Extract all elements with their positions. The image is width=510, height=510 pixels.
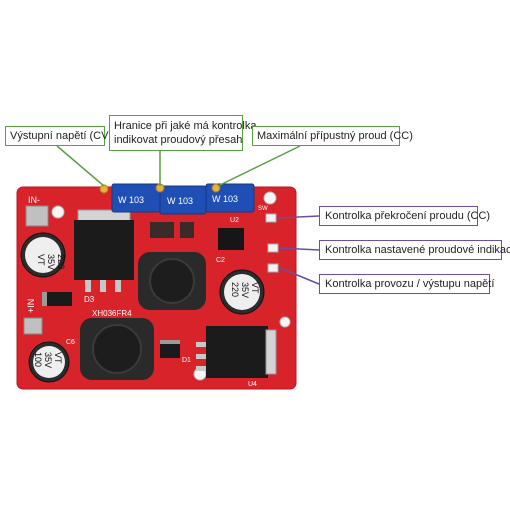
diode-d3	[42, 292, 72, 306]
svg-text:220: 220	[230, 282, 240, 297]
svg-text:W 103: W 103	[212, 194, 238, 204]
inductor-top	[138, 252, 206, 310]
svg-text:100: 100	[33, 352, 43, 367]
smd-cap	[150, 222, 174, 238]
svg-text:VT: VT	[36, 254, 46, 266]
led-run	[267, 263, 279, 273]
leader-run	[279, 267, 320, 285]
ref-u2: U2	[230, 217, 239, 224]
ref-u4: U4	[248, 381, 257, 388]
callout-led-run: Kontrolka provozu / výstupu napětí	[319, 274, 494, 294]
ref-c6: C6	[66, 339, 75, 346]
capacitor-left: 220 35V VT	[20, 232, 66, 278]
leader-set	[279, 247, 320, 251]
capacitor-bottom: 100 35V VT	[28, 341, 70, 383]
board-model: XH036FR4	[92, 309, 132, 318]
svg-text:W 103: W 103	[118, 195, 144, 205]
mosfet-top	[74, 209, 134, 292]
leader-cc	[217, 145, 301, 187]
ref-d1: D1	[182, 357, 191, 364]
chip-u2	[218, 228, 244, 250]
ref-sw: SW	[258, 206, 268, 212]
svg-text:W 103: W 103	[167, 196, 193, 206]
led-overcurrent	[265, 213, 277, 223]
capacitor-right: 220 35V VT	[219, 269, 265, 315]
label-in-minus: IN-	[28, 195, 40, 205]
led-set	[267, 243, 279, 253]
mounting-hole	[279, 316, 291, 328]
leader-overcurrent	[277, 215, 320, 219]
inductor-bottom	[80, 318, 154, 380]
ref-c2: C2	[216, 257, 225, 264]
callout-led-overcurrent: Kontrolka překročení proudu (CC)	[319, 206, 490, 226]
callout-led-set: Kontrolka nastavené proudové indikace	[319, 240, 510, 260]
potentiometer-cc: W 103	[205, 183, 255, 213]
leader-cv	[56, 145, 105, 187]
callout-output-voltage: Výstupní napětí (CV)	[5, 126, 112, 146]
svg-text:220: 220	[56, 254, 66, 269]
callout-indicator-line1: Hranice při jaké má kontrolka	[114, 120, 257, 132]
potentiometer-indicator: W 103	[155, 183, 207, 215]
label-in-plus: +IN	[26, 299, 36, 313]
potentiometer-cv: W 103	[99, 183, 161, 213]
svg-text:35V: 35V	[46, 254, 56, 270]
svg-text:35V: 35V	[240, 282, 250, 298]
smd-cap	[180, 222, 194, 238]
svg-text:35V: 35V	[43, 352, 53, 368]
mounting-hole	[263, 191, 277, 205]
svg-text:VT: VT	[250, 282, 260, 294]
callout-indicator-threshold: Hranice při jaké má kontrolka indikovat …	[109, 115, 257, 151]
mosfet-bottom	[196, 326, 277, 378]
ref-d3: D3	[84, 295, 95, 304]
svg-text:VT: VT	[53, 352, 63, 364]
callout-max-current: Maximální přípustný proud (CC)	[252, 126, 413, 146]
mounting-hole	[51, 205, 65, 219]
diode-d1	[160, 340, 180, 358]
input-pad-plus	[23, 317, 43, 335]
callout-indicator-line2: indikovat proudový přesah	[114, 134, 243, 146]
input-pad-minus	[25, 205, 49, 227]
